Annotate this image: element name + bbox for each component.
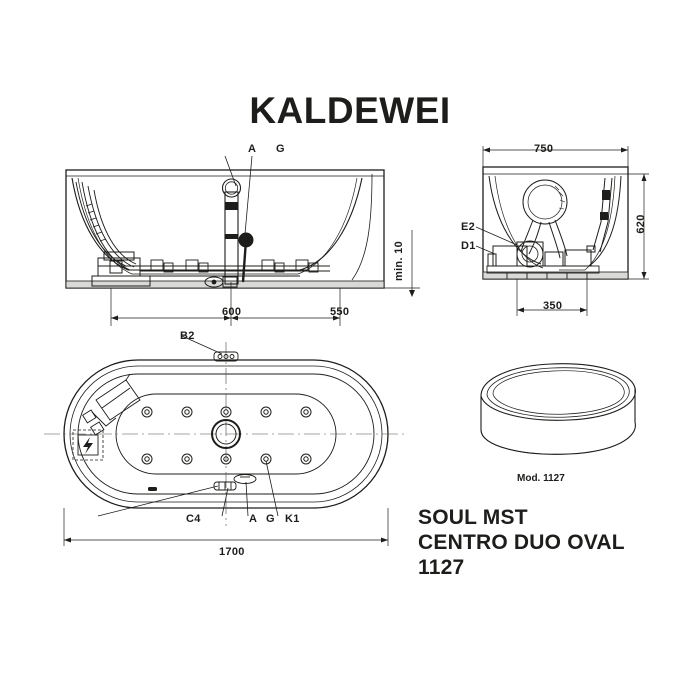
dimension-550: 550 — [330, 306, 350, 318]
dimension-750: 750 — [534, 143, 554, 155]
callout-label-c4: C4 — [186, 513, 201, 525]
title-block: SOUL MST CENTRO DUO OVAL 1127 — [418, 505, 688, 580]
product-title-line-2: CENTRO DUO OVAL — [418, 531, 625, 554]
dimension-620: 620 — [635, 214, 647, 234]
dimension-350: 350 — [543, 300, 563, 312]
perspective-view — [455, 350, 665, 470]
lightning-bolt-icon — [83, 437, 93, 454]
product-title-line-3: 1127 — [418, 556, 465, 579]
dimension-1700: 1700 — [219, 546, 245, 558]
callout-label-b2: B2 — [180, 330, 195, 342]
callout-label-g-front: G — [276, 143, 285, 155]
front-elevation-view — [0, 130, 440, 340]
brand-logo: KALDEWEI — [249, 90, 451, 131]
callout-label-d1: D1 — [461, 240, 476, 252]
callout-label-a-plan: A — [249, 513, 258, 525]
top-plan-view — [30, 330, 430, 560]
perspective-caption: Mod. 1127 — [517, 473, 565, 484]
callout-label-a-front: A — [248, 143, 257, 155]
dimension-min-10: min. 10 — [393, 240, 405, 281]
product-title-line-1: SOUL MST — [418, 506, 528, 529]
callout-label-e2: E2 — [461, 221, 476, 233]
dimension-600: 600 — [222, 306, 242, 318]
callout-label-g-plan: G — [266, 513, 275, 525]
callout-label-k1: K1 — [285, 513, 300, 525]
side-elevation-view — [455, 130, 665, 330]
